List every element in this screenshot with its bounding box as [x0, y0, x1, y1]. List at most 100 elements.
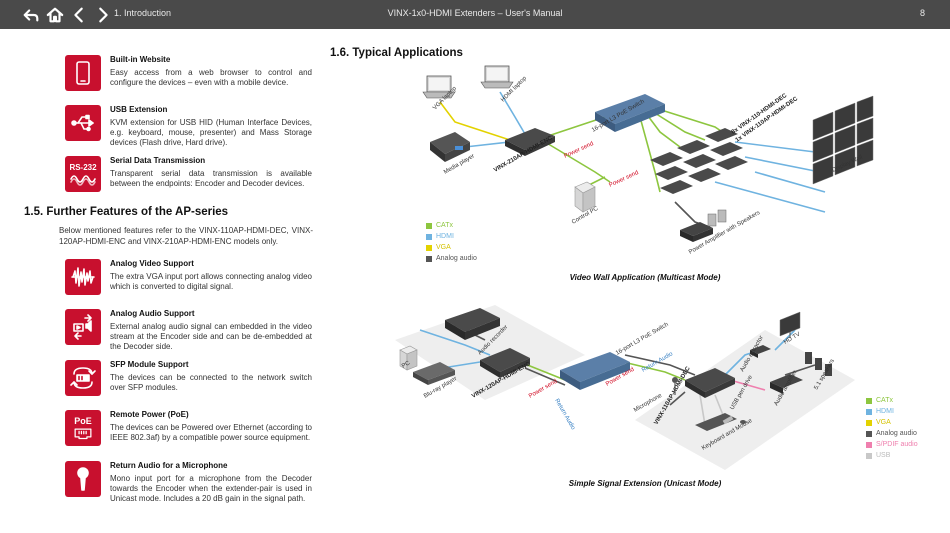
audio-amplifier — [770, 374, 803, 394]
smartphone-icon — [65, 55, 101, 91]
legend-label: USB — [876, 452, 891, 459]
legend-label: HDMI — [436, 233, 454, 240]
feature-text: The devices can be Powered over Ethernet… — [110, 423, 312, 442]
legend-item: CATx — [426, 220, 477, 231]
feature-text: External analog audio signal can embedde… — [110, 322, 312, 351]
feature-analog-video: Analog Video Support The extra VGA input… — [65, 259, 313, 297]
network-switch — [560, 352, 630, 390]
feature-text: Mono input port for a microphone from th… — [110, 474, 312, 503]
legend-label: CATx — [436, 222, 453, 229]
legend-item: Analog audio — [866, 428, 918, 439]
feature-text: Transparent serial data transmission is … — [110, 169, 312, 188]
legend-swatch — [866, 397, 872, 404]
network-switch — [595, 94, 665, 132]
feature-text: KVM extension for USB HID (Human Interfa… — [110, 118, 312, 147]
feature-title: SFP Module Support — [110, 360, 189, 369]
legend-label: Analog audio — [876, 430, 917, 437]
rs232-icon-text: RS-232 — [69, 162, 97, 172]
feature-title: Remote Power (PoE) — [110, 410, 189, 419]
legend-swatch — [866, 441, 872, 448]
feature-text: Easy access from a web browser to contro… — [110, 68, 312, 87]
usb-pen-drive — [722, 415, 734, 425]
legend-label: CATx — [876, 397, 893, 404]
feature-title: Return Audio for a Microphone — [110, 461, 228, 470]
hdmi-laptop — [480, 65, 514, 89]
pc-label: PC — [401, 360, 412, 370]
feature-return-audio: Return Audio for a Microphone Mono input… — [65, 461, 313, 503]
encoder-device — [480, 348, 530, 378]
legend-item: S/PDIF audio — [866, 439, 918, 450]
power-send-label-2: Power send — [608, 170, 639, 189]
legend-label: VGA — [436, 244, 451, 251]
next-page-icon[interactable] — [94, 6, 112, 24]
legend-swatch — [866, 452, 872, 459]
return-audio-label-1: Return Audio — [553, 398, 576, 432]
legend-label: VGA — [876, 419, 891, 426]
back-icon[interactable] — [22, 6, 40, 24]
display-wall — [812, 95, 874, 185]
feature-text: The devices can be connected to the netw… — [110, 373, 312, 392]
power-amplifier — [680, 209, 727, 242]
legend-video-wall: CATx HDMI VGA Analog audio — [426, 220, 477, 264]
feature-title: Analog Audio Support — [110, 309, 195, 318]
legend-swatch — [866, 419, 872, 426]
pc-tower — [399, 345, 418, 371]
microphone — [672, 377, 678, 395]
analog-video-icon — [65, 259, 101, 295]
section-title-typical-applications: 1.6. Typical Applications — [330, 47, 463, 59]
video-wall-diagram: VGA laptop HDMI laptop Media player VINX… — [422, 65, 874, 256]
usb-icon — [65, 105, 101, 141]
feature-usb-extension: USB Extension KVM extension for USB HID … — [65, 105, 313, 147]
feature-text: The extra VGA input port allows connecti… — [110, 272, 312, 291]
hd-tv — [779, 311, 801, 338]
legend-item: HDMI — [426, 231, 477, 242]
caption-unicast: Simple Signal Extension (Unicast Mode) — [568, 479, 722, 488]
legend-swatch — [426, 222, 432, 229]
legend-item: VGA — [866, 417, 918, 428]
microphone-icon — [65, 461, 101, 497]
page-number: 8 — [919, 8, 925, 18]
power-send-label-1: Power send — [528, 379, 558, 400]
sfp-icon — [65, 360, 101, 396]
audio-recorder — [445, 308, 500, 340]
legend-item: Analog audio — [426, 253, 477, 264]
legend-item: VGA — [426, 242, 477, 253]
legend-swatch — [426, 255, 432, 262]
legend-swatch — [426, 233, 432, 240]
legend-swatch — [426, 244, 432, 251]
chapter-title[interactable]: 1. Introduction — [114, 8, 172, 18]
rs232-icon: RS-232 — [65, 156, 101, 192]
feature-remote-power: PoE Remote Power (PoE) The devices can b… — [65, 410, 313, 450]
speakers — [805, 352, 832, 376]
feature-title: Serial Data Transmission — [110, 156, 206, 165]
navigation-icons — [22, 4, 112, 26]
section-intro: Below mentioned features refer to the VI… — [59, 226, 313, 246]
decoder-devices — [650, 128, 748, 194]
previous-page-icon[interactable] — [70, 6, 88, 24]
feature-sfp-module: SFP Module Support The devices can be co… — [65, 360, 313, 398]
feature-serial-data: RS-232 Serial Data Transmission Transpar… — [65, 156, 313, 194]
poe-icon-text: PoE — [74, 416, 92, 426]
home-icon[interactable] — [46, 6, 64, 24]
document-title: VINX-1x0-HDMI Extenders – User's Manual — [387, 8, 563, 18]
legend-label: HDMI — [876, 408, 894, 415]
decoder-device — [685, 368, 735, 398]
legend-item: HDMI — [866, 406, 918, 417]
bluray-player — [413, 362, 455, 385]
caption-video-wall: Video Wall Application (Multicast Mode) — [569, 273, 721, 282]
feature-built-in-website: Built-in Website Easy access from a web … — [65, 55, 313, 93]
legend-swatch — [866, 408, 872, 415]
poe-icon: PoE — [65, 410, 101, 446]
keyboard-mouse — [695, 413, 746, 431]
legend-swatch — [866, 430, 872, 437]
control-pc — [574, 181, 596, 213]
top-bar: 1. Introduction VINX-1x0-HDMI Extenders … — [0, 0, 950, 29]
encoder-device — [505, 128, 555, 156]
legend-item: CATx — [866, 395, 918, 406]
legend-item: USB — [866, 450, 918, 461]
audio-extractor — [750, 345, 771, 358]
feature-analog-audio: Analog Audio Support External analog aud… — [65, 309, 313, 351]
section-title-further-features: 1.5. Further Features of the AP-series — [24, 206, 229, 218]
feature-title: USB Extension — [110, 105, 168, 114]
power-send-label-1: Power send — [563, 141, 594, 160]
